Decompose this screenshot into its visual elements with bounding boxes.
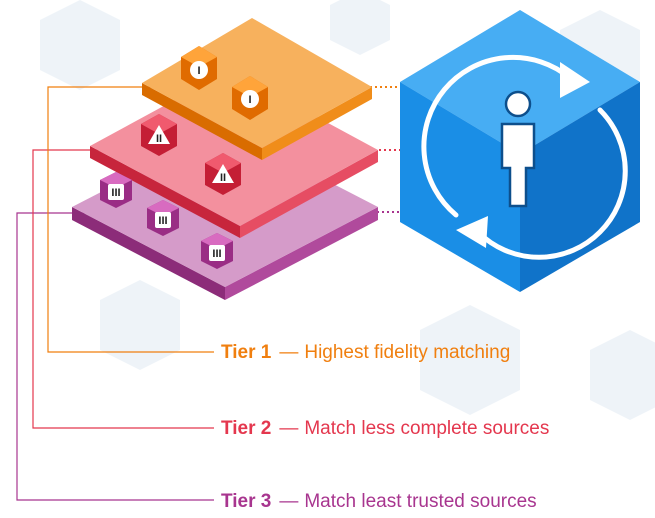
tier2-connector: [32, 149, 214, 429]
sync-arrows-icon: [421, 54, 628, 260]
tier1-badge-1: I: [181, 46, 217, 90]
tier2-layer: [90, 70, 378, 238]
tier1-dash: —: [279, 342, 299, 363]
tier3-name: Tier 3: [221, 491, 272, 512]
background-hex-pattern: [40, 0, 655, 420]
svg-text:I: I: [248, 94, 251, 106]
tier2-description: Match less complete sources: [304, 418, 550, 439]
tier1-badge-2: I: [232, 76, 268, 120]
tier3-description: Match least trusted sources: [304, 491, 537, 512]
tier2-name: Tier 2: [221, 418, 272, 439]
tier3-connector: [16, 212, 214, 501]
svg-text:II: II: [220, 172, 226, 184]
svg-text:II: II: [156, 133, 162, 145]
tier2-badge-2: II: [205, 153, 241, 195]
tier3-label: Tier 3 —Match least trusted sources: [221, 491, 537, 513]
svg-text:III: III: [212, 248, 221, 260]
tier2-badge-1: II: [141, 114, 177, 156]
identity-cube-icon: [400, 10, 640, 292]
tier3-badge-1: III: [100, 172, 132, 208]
tier3-badge-3: III: [201, 233, 233, 269]
person-icon: [500, 90, 536, 208]
arrowhead-top: [560, 62, 590, 98]
tier3-dash: —: [279, 491, 299, 512]
tier3-badge-2: III: [147, 200, 179, 236]
svg-text:III: III: [111, 187, 120, 199]
svg-text:III: III: [158, 215, 167, 227]
arrowhead-bottom: [456, 216, 488, 248]
tier1-label: Tier 1 —Highest fidelity matching: [221, 342, 510, 364]
tier2-label: Tier 2 —Match less complete sources: [221, 418, 549, 440]
tier1-name: Tier 1: [221, 342, 272, 363]
svg-text:I: I: [197, 65, 200, 77]
tier1-connector: [47, 86, 214, 353]
tier1-description: Highest fidelity matching: [304, 342, 511, 363]
tier2-dash: —: [279, 418, 299, 439]
